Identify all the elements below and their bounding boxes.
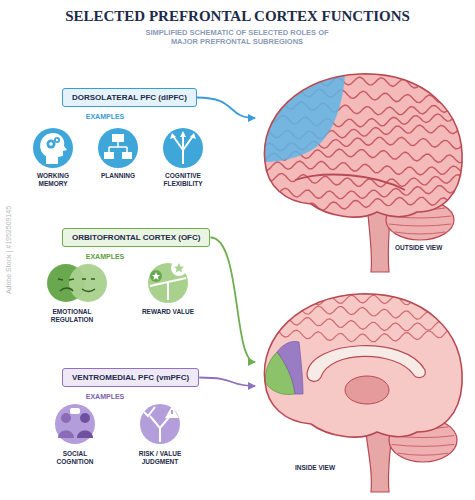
illustration-part: [163, 128, 203, 168]
illustration-part: [398, 453, 448, 455]
illustration-part: [173, 134, 193, 164]
illustration-part: [295, 175, 405, 190]
illustration-part: [58, 431, 74, 439]
illustration-part: [171, 410, 172, 414]
illustration-part: [33, 128, 73, 168]
illustration-part: [255, 329, 468, 342]
illustration-part: [174, 263, 184, 273]
illustration-part: [40, 133, 67, 164]
illustration-part: [98, 128, 138, 168]
illustration-part: [49, 142, 53, 146]
brain-view: INSIDE VIEW: [255, 282, 470, 497]
title: SELECTED PREFRONTAL CORTEX FUNCTIONS: [0, 8, 475, 25]
function-label: WORKING MEMORY: [23, 172, 83, 188]
illustration-part: [150, 270, 162, 282]
illustration-part: [58, 279, 74, 291]
flexibility-icon: [163, 128, 203, 168]
illustration-part: [150, 416, 170, 442]
illustration-part: [122, 152, 132, 159]
illustration-part: [77, 431, 93, 439]
illustration-part: [167, 282, 169, 300]
region-box: ORBITOFRONTAL CORTEX (OFC): [62, 228, 210, 247]
illustration-part: [109, 142, 127, 152]
illustration-part: [70, 408, 80, 414]
function-label: COGNITIVE FLEXIBILITY: [152, 172, 214, 188]
illustration-part: [264, 294, 462, 437]
box-label: DORSOLATERAL PFC (dlPFC): [72, 93, 187, 102]
illustration-part: [112, 134, 124, 142]
illustration-part: [255, 173, 468, 187]
function-label: REWARD VALUE: [138, 308, 198, 316]
illustration-part: [264, 294, 462, 437]
function-label: RISK / VALUE JUDGMENT: [129, 450, 191, 466]
brain-view: OUTSIDE VIEW: [255, 62, 470, 280]
illustration-part: [170, 131, 196, 139]
function-label: SOCIAL COGNITION: [45, 450, 105, 466]
illustration-part: [264, 74, 462, 217]
illustration-part: [56, 139, 58, 141]
function-label: EXAMPLES: [75, 113, 135, 121]
illustration-part: [61, 413, 71, 423]
illustration-part: [264, 74, 345, 162]
function-label: EXAMPLES: [75, 393, 135, 401]
social-cognition-icon: [55, 404, 95, 444]
illustration-part: [165, 406, 179, 418]
illustration-part: [55, 404, 95, 444]
working-memory-icon: [33, 128, 73, 168]
illustration-part: [255, 89, 468, 103]
illustration-part: [80, 413, 90, 423]
arrow-connector: [197, 98, 255, 119]
illustration-part: [255, 161, 468, 175]
arrow-connector: [199, 378, 255, 387]
illustration-part: [140, 404, 180, 444]
illustration-part: [104, 152, 114, 159]
function-label: EMOTIONAL REGULATION: [39, 308, 105, 324]
illustration-part: [69, 264, 107, 302]
illustration-part: [255, 295, 468, 308]
illustration-part: [171, 260, 187, 276]
region-box: DORSOLATERAL PFC (dlPFC): [62, 88, 197, 107]
illustration-part: [395, 232, 445, 234]
view-label: INSIDE VIEW: [295, 464, 335, 471]
illustration-part: [54, 137, 60, 143]
illustration-part: [144, 407, 155, 416]
illustration-part: [392, 444, 455, 446]
illustration-part: [152, 272, 160, 280]
reward-scale-icon: [148, 260, 188, 303]
view-label: OUTSIDE VIEW: [395, 244, 442, 251]
risk-judgment-icon: [140, 404, 180, 444]
illustration-part: [389, 224, 452, 226]
emotion-faces-icon: [47, 264, 107, 302]
planning-icon: [98, 128, 138, 168]
region-box: VENTROMEDIAL PFC (vmPFC): [62, 368, 199, 387]
watermark: Adobe Stock | #1952509145: [5, 206, 13, 294]
box-label: ORBITOFRONTAL CORTEX (OFC): [72, 233, 200, 242]
subtitle: SIMPLIFIED SCHEMATIC OF SELECTED ROLES O…: [137, 28, 337, 47]
function-label: EXAMPLES: [75, 253, 135, 261]
function-label: PLANNING: [88, 172, 148, 180]
arrow-connector: [210, 238, 255, 363]
illustration-part: [277, 341, 303, 394]
brain-inside-illustration: [255, 282, 470, 497]
box-label: VENTROMEDIAL PFC (vmPFC): [72, 373, 189, 382]
illustration-part: [345, 376, 389, 404]
illustration-part: [255, 77, 468, 91]
illustration-part: [82, 279, 95, 291]
